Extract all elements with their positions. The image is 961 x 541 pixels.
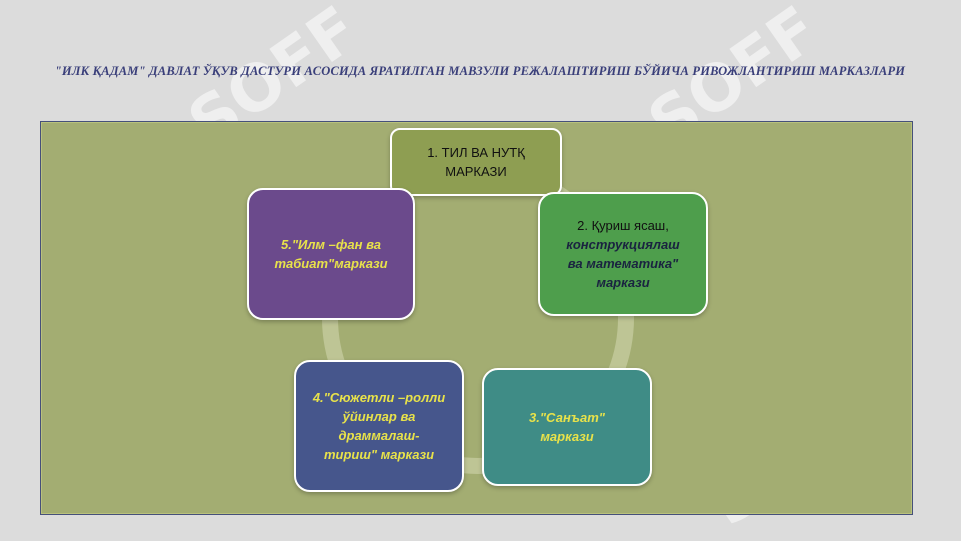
node-text: тириш" маркази [323, 447, 435, 462]
page-title: "ИЛК ҚАДАМ" ДАВЛАТ ЎҚУВ ДАСТУРИ АСОСИДА … [54, 64, 906, 78]
node-text: 5."Илм –фан ва [280, 237, 381, 252]
node-text: ўйинлар ва [342, 409, 416, 424]
center-node-science[interactable]: 5."Илм –фан ва табиат"маркази [247, 188, 415, 320]
center-node-role-play[interactable]: 4."Сюжетли –ролли ўйинлар ва драммалаш- … [294, 360, 464, 492]
node-text: маркази [596, 275, 650, 290]
node-text: 2. Қуриш ясаш, [577, 218, 669, 233]
center-node-art[interactable]: 3."Санъат" маркази [482, 368, 652, 486]
node-text: маркази [540, 429, 594, 444]
node-text: конструкциялаш [566, 237, 680, 252]
center-node-construction[interactable]: 2. Қуриш ясаш, конструкциялаш ва математ… [538, 192, 708, 316]
center-node-language[interactable]: 1. ТИЛ ВА НУТҚ МАРКАЗИ [390, 128, 562, 196]
node-text: ва математика" [567, 256, 679, 271]
node-text: 4."Сюжетли –ролли [312, 390, 446, 405]
diagram-panel [40, 121, 913, 515]
node-text: табиат"маркази [274, 256, 388, 271]
node-text: 1. ТИЛ ВА НУТҚ [427, 145, 525, 160]
node-text: драммалаш- [338, 428, 420, 443]
node-text: 3."Санъат" [529, 410, 605, 425]
node-text: МАРКАЗИ [445, 164, 507, 179]
